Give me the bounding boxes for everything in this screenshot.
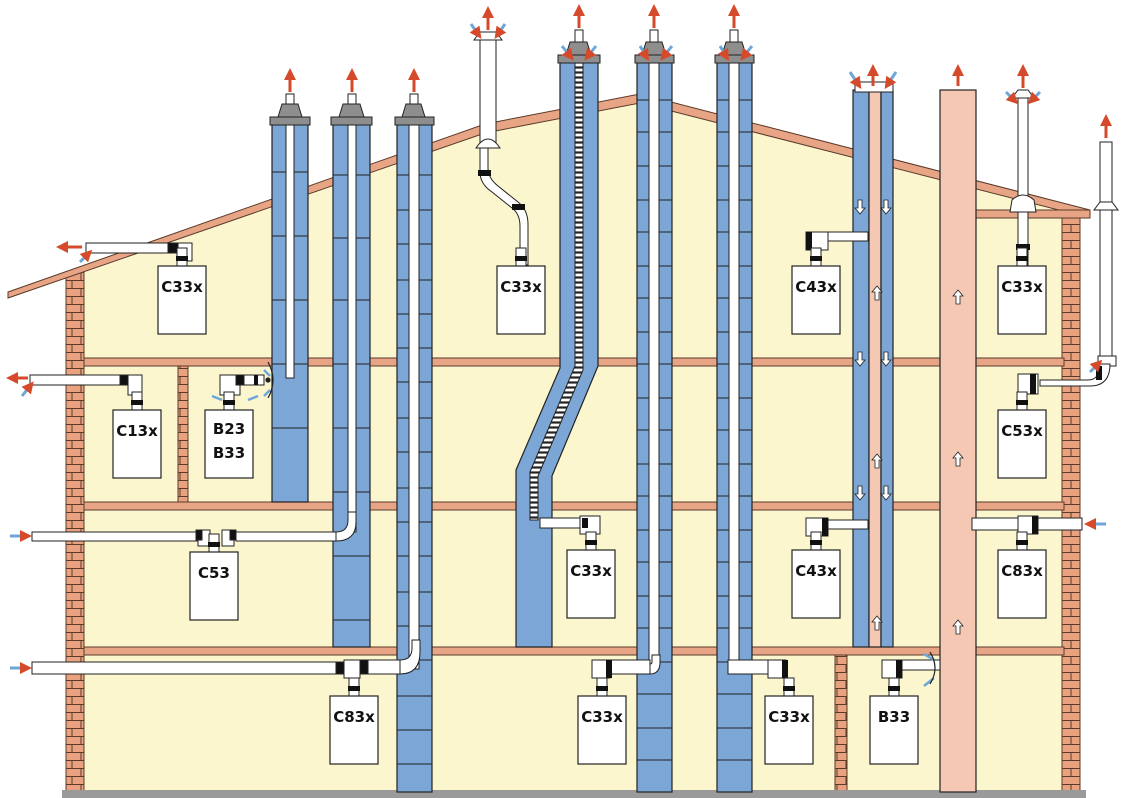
boiler-coupling — [888, 686, 900, 691]
boiler-top-left: C33x — [157, 247, 207, 335]
boiler-c43x-lower: C43x — [791, 531, 841, 619]
boiler-coupling — [1016, 540, 1028, 545]
chimney-d — [515, 61, 599, 648]
boiler-unit — [997, 265, 1047, 335]
boiler-unit — [791, 549, 841, 619]
boiler-unit — [997, 549, 1047, 619]
boiler-unit — [329, 695, 379, 765]
boiler-unit — [496, 265, 546, 335]
brick-pillar-upper — [177, 365, 189, 503]
chimney-exhaust-large — [939, 89, 977, 793]
exhaust-arrows — [5, 3, 1112, 384]
boiler-label: C13x — [116, 422, 158, 440]
chimney-e — [636, 61, 673, 793]
boiler-label: C53x — [1001, 422, 1043, 440]
boiler-label: B33 — [878, 708, 910, 726]
boiler-label: C33x — [768, 708, 810, 726]
boiler-coupling — [810, 256, 822, 261]
boiler-c53-left: C53 — [189, 533, 239, 621]
intake-arrows — [10, 23, 1106, 674]
boiler-coupling — [131, 400, 143, 405]
right-brick-wall — [1061, 211, 1081, 793]
boiler-unit — [189, 551, 239, 621]
boiler-c43x-upper: C43x — [791, 247, 841, 335]
brick-pillar-lower — [834, 654, 848, 793]
boiler-label: C33x — [581, 708, 623, 726]
chimney-a — [271, 123, 309, 503]
chimney-b — [332, 123, 371, 648]
chimney-caps — [269, 29, 755, 126]
boiler-label: C43x — [795, 562, 837, 580]
boiler-c33x-bottom-middle-1: C33x — [577, 677, 627, 765]
boiler-coupling — [810, 540, 822, 545]
boiler-label: C83x — [333, 708, 375, 726]
boiler-coupling — [1016, 400, 1028, 405]
cap-a — [269, 93, 311, 126]
boiler-label: C33x — [500, 278, 542, 296]
boiler-unit — [764, 695, 814, 765]
boiler-label: C53 — [198, 564, 230, 582]
boiler-label: B23 — [213, 420, 245, 438]
boiler-coupling — [348, 686, 360, 691]
boiler-unit — [204, 409, 254, 479]
grilles — [265, 361, 936, 685]
boiler-coupling — [176, 256, 188, 261]
boiler-label: C33x — [161, 278, 203, 296]
boiler-unit — [577, 695, 627, 765]
flue-couplings — [254, 232, 1038, 678]
boiler-label: C33x — [1001, 278, 1043, 296]
boiler-coupling — [208, 542, 220, 547]
boiler-c33x-flex-liner: C33x — [566, 531, 616, 619]
boiler-label: C83x — [1001, 562, 1043, 580]
roof-terminal-top-middle — [473, 31, 529, 266]
boiler-label: C43x — [795, 278, 837, 296]
boiler-label: C33x — [570, 562, 612, 580]
boiler-unit — [869, 695, 919, 765]
boiler-c83x-bottom-left: C83x — [329, 677, 379, 765]
boiler-coupling — [783, 686, 795, 691]
boiler-coupling — [223, 400, 235, 405]
boiler-c33x-bottom-middle-2: C33x — [764, 677, 814, 765]
chimney-f — [716, 61, 753, 793]
boiler-unit — [566, 549, 616, 619]
chimney-c — [396, 123, 433, 793]
cap-b — [330, 93, 373, 126]
boiler-unit — [997, 409, 1047, 479]
boiler-coupling — [585, 540, 597, 545]
boiler-unit — [791, 265, 841, 335]
ground — [62, 790, 1086, 798]
boiler-c53x-right: C53x — [997, 391, 1047, 479]
boiler-label-secondary: B33 — [213, 444, 245, 462]
boiler-b33-bottom: B33 — [869, 677, 919, 765]
boiler-c83x-right: C83x — [997, 531, 1047, 619]
boiler-coupling — [596, 686, 608, 691]
boiler-c33x-top-right: C33x — [997, 247, 1047, 335]
boiler-coupling — [515, 256, 527, 261]
boiler-c33x-top-middle: C33x — [496, 247, 546, 335]
roof-terminal-c53x — [1039, 141, 1119, 387]
cap-c — [394, 93, 435, 126]
boiler-coupling — [1016, 256, 1028, 261]
boiler-unit — [112, 409, 162, 479]
shaft-c43x — [852, 89, 894, 648]
boiler-unit — [157, 265, 207, 335]
boiler-c13x: C13x — [112, 391, 162, 479]
